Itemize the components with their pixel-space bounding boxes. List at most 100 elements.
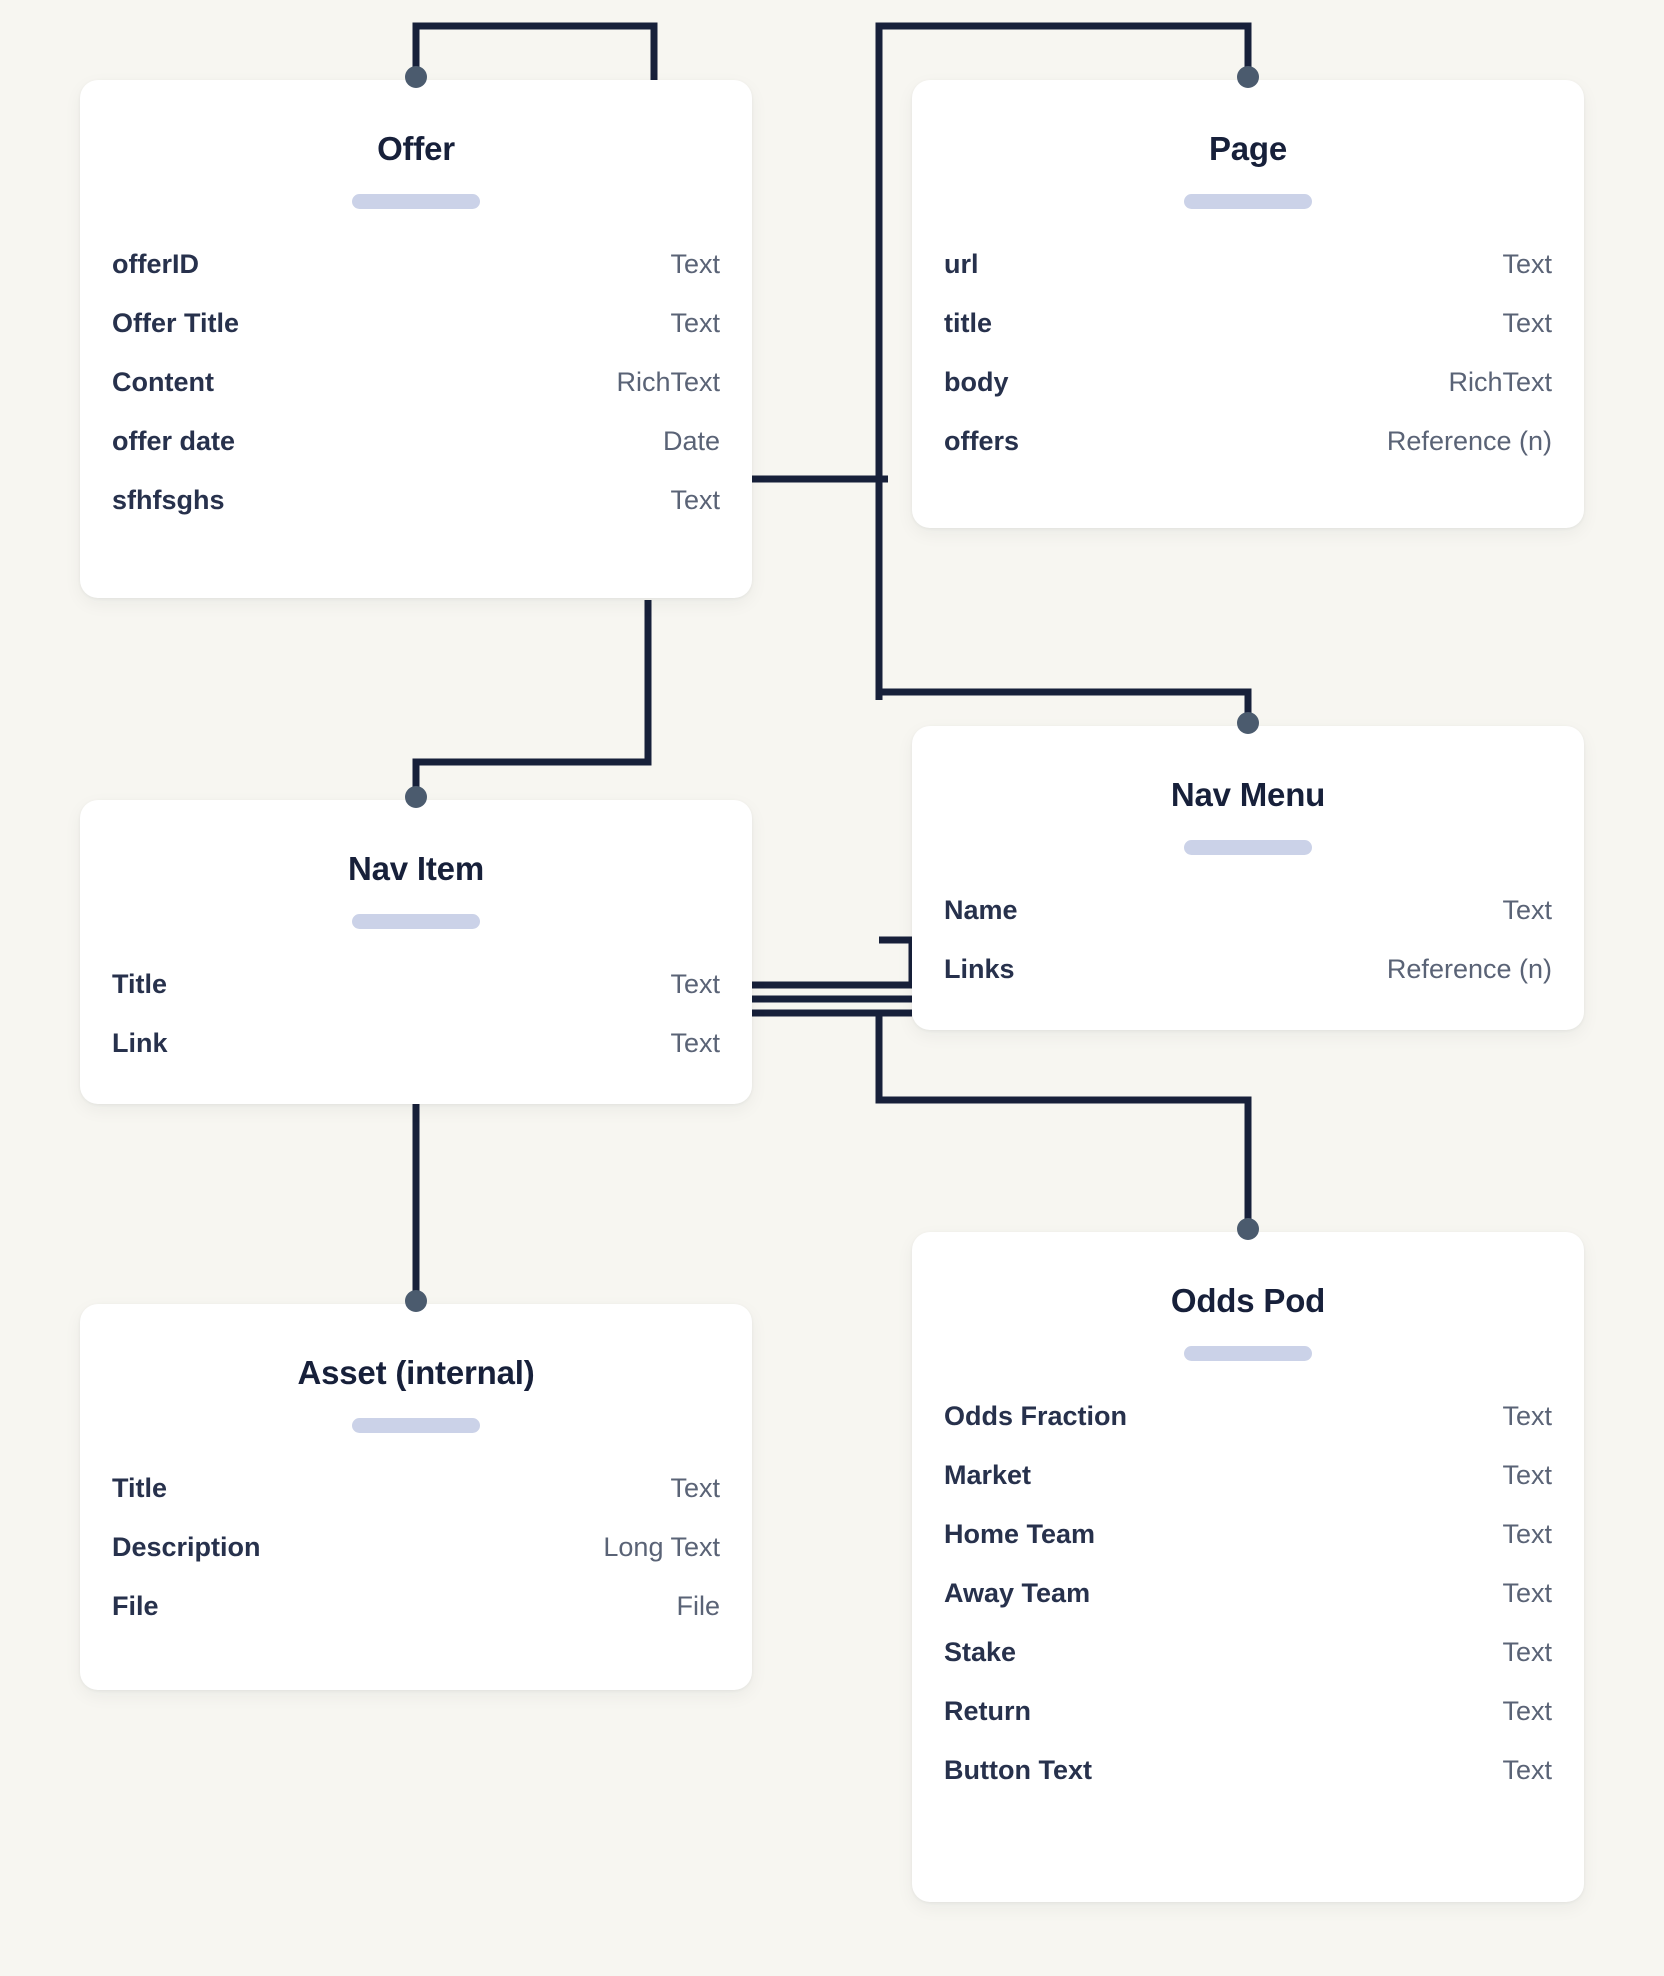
field-type: Text	[670, 248, 720, 279]
field-row[interactable]: Market Text	[944, 1446, 1552, 1505]
field-name: Title	[112, 1472, 168, 1503]
entity-card-nav-item[interactable]: Nav Item Title Text Link Text	[80, 800, 752, 1104]
entity-badge-asset-internal	[352, 1417, 480, 1433]
entity-badge-odds-pod	[1184, 1345, 1312, 1361]
field-row[interactable]: Away Team Text	[944, 1564, 1552, 1623]
entity-title-nav-menu: Nav Menu	[1170, 776, 1326, 813]
field-row[interactable]: Title Text	[112, 955, 720, 1014]
field-row[interactable]: Offer Title Text	[112, 294, 720, 353]
field-name: offerID	[112, 248, 199, 279]
field-row[interactable]: Title Text	[112, 1459, 720, 1518]
field-row[interactable]: offers Reference (n)	[944, 412, 1552, 471]
entity-fields-nav-menu: Name Text Links Reference (n)	[944, 881, 1552, 999]
field-row[interactable]: Return Text	[944, 1682, 1552, 1741]
field-type: Text	[1502, 307, 1552, 338]
entity-badge-row-nav-menu	[944, 839, 1552, 855]
field-row[interactable]: Description Long Text	[112, 1518, 720, 1577]
anchor-dot-nav-menu	[1237, 712, 1259, 734]
edge-nav-menu-to-odds-pod	[875, 1013, 1252, 1228]
anchor-dot-offer	[405, 66, 427, 88]
field-type: Text	[1502, 1754, 1552, 1785]
field-row[interactable]: offerID Text	[112, 235, 720, 294]
field-name: title	[944, 307, 993, 338]
entity-title-asset-internal: Asset (internal)	[297, 1354, 535, 1391]
field-row[interactable]: Button Text Text	[944, 1741, 1552, 1800]
field-type: Reference (n)	[1386, 953, 1552, 984]
field-type: Long Text	[603, 1531, 720, 1562]
field-name: Name	[944, 894, 1018, 925]
entity-badge-row-asset-internal	[112, 1417, 720, 1433]
anchor-dot-asset-internal	[405, 1290, 427, 1312]
entity-fields-page: url Text title Text body RichText offers…	[944, 235, 1552, 471]
entity-badge-row-page	[944, 193, 1552, 209]
field-type: Text	[1502, 1518, 1552, 1549]
field-name: Content	[112, 366, 214, 397]
field-type: Date	[662, 425, 720, 456]
anchor-dot-odds-pod	[1237, 1218, 1259, 1240]
field-row[interactable]: Name Text	[944, 881, 1552, 940]
field-name: Offer Title	[112, 307, 240, 338]
entity-card-page[interactable]: Page url Text title Text body RichText o…	[912, 80, 1584, 528]
field-type: Text	[670, 1027, 720, 1058]
entity-fields-offer: offerID Text Offer Title Text Content Ri…	[112, 235, 720, 530]
field-name: Description	[112, 1531, 261, 1562]
entity-card-offer[interactable]: Offer offerID Text Offer Title Text Cont…	[80, 80, 752, 598]
field-name: body	[944, 366, 1009, 397]
field-name: offer date	[112, 425, 236, 456]
entity-card-nav-menu[interactable]: Nav Menu Name Text Links Reference (n)	[912, 726, 1584, 1030]
entity-badge-row-offer	[112, 193, 720, 209]
field-name: Button Text	[944, 1754, 1092, 1785]
field-name: offers	[944, 425, 1020, 456]
anchor-dot-page	[1237, 66, 1259, 88]
field-name: Title	[112, 968, 168, 999]
field-row[interactable]: url Text	[944, 235, 1552, 294]
field-name: Link	[112, 1027, 168, 1058]
field-type: Text	[1502, 1577, 1552, 1608]
field-type: Text	[1502, 1695, 1552, 1726]
entity-badge-nav-item	[352, 913, 480, 929]
anchor-dot-nav-item	[405, 786, 427, 808]
entity-badge-page	[1184, 193, 1312, 209]
field-row[interactable]: Home Team Text	[944, 1505, 1552, 1564]
entity-title-nav-item: Nav Item	[348, 850, 484, 887]
field-row[interactable]: Links Reference (n)	[944, 940, 1552, 999]
field-type: Text	[670, 968, 720, 999]
field-name: Away Team	[944, 1577, 1091, 1608]
entity-title-odds-pod: Odds Pod	[1170, 1282, 1326, 1319]
field-name: Return	[944, 1695, 1031, 1726]
field-type: Text	[1502, 1459, 1552, 1490]
field-type: Text	[1502, 1400, 1552, 1431]
entity-fields-odds-pod: Odds Fraction Text Market Text Home Team…	[944, 1387, 1552, 1800]
field-name: Stake	[944, 1636, 1017, 1667]
field-name: Market	[944, 1459, 1032, 1490]
entity-fields-nav-item: Title Text Link Text	[112, 955, 720, 1073]
field-row[interactable]: title Text	[944, 294, 1552, 353]
entity-card-odds-pod[interactable]: Odds Pod Odds Fraction Text Market Text …	[912, 1232, 1584, 1902]
entity-fields-asset-internal: Title Text Description Long Text File Fi…	[112, 1459, 720, 1636]
edge-page-to-nav-menu	[879, 688, 1252, 726]
field-row[interactable]: File File	[112, 1577, 720, 1636]
entity-title-page: Page	[1208, 130, 1288, 167]
entity-badge-row-nav-item	[112, 913, 720, 929]
field-type: Text	[1502, 1636, 1552, 1667]
entity-title-offer: Offer	[377, 130, 455, 167]
field-type: RichText	[616, 366, 720, 397]
field-row[interactable]: Link Text	[112, 1014, 720, 1073]
edge-nav-menu-stub-up	[879, 936, 916, 985]
field-row[interactable]: Content RichText	[112, 353, 720, 412]
entity-badge-offer	[352, 193, 480, 209]
edge-offer-to-nav-item	[412, 600, 652, 800]
field-type: Text	[1502, 248, 1552, 279]
field-row[interactable]: offer date Date	[112, 412, 720, 471]
field-name: File	[112, 1590, 159, 1621]
entity-card-asset-internal[interactable]: Asset (internal) Title Text Description …	[80, 1304, 752, 1690]
field-row[interactable]: Odds Fraction Text	[944, 1387, 1552, 1446]
field-type: Text	[1502, 894, 1552, 925]
field-type: File	[676, 1590, 720, 1621]
field-row[interactable]: Stake Text	[944, 1623, 1552, 1682]
field-row[interactable]: sfhfsghs Text	[112, 471, 720, 530]
field-name: Odds Fraction	[944, 1400, 1128, 1431]
field-name: url	[944, 248, 979, 279]
field-row[interactable]: body RichText	[944, 353, 1552, 412]
